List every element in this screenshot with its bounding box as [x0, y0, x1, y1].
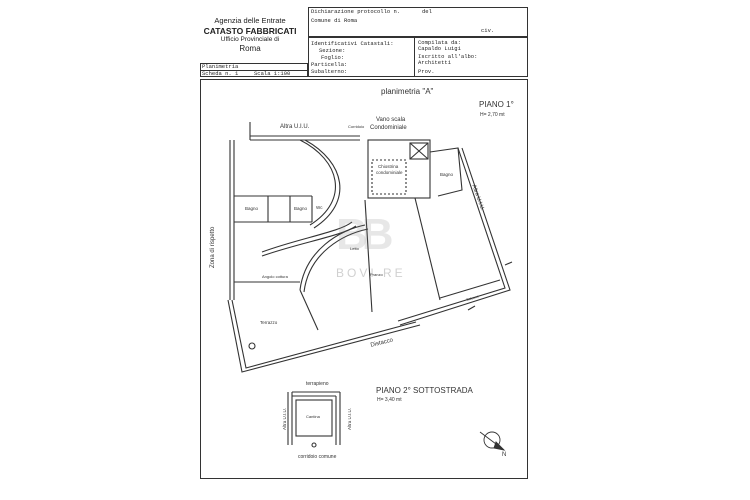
floor-label: PIANO 1° [479, 100, 514, 109]
plan-right-wall [399, 147, 511, 326]
chiostrina-1: Chiostrina [378, 164, 399, 169]
declaration-box [308, 7, 528, 37]
bagno-2: Bagno [294, 206, 308, 211]
zona-rispetto: Zona di rispetto [210, 226, 216, 268]
terrazzo-label: Terrazzo [260, 320, 278, 325]
compilata-label: Compilata da: [418, 39, 461, 46]
agency-line-1: Agenzia delle Entrate [214, 16, 286, 25]
agency-line-2: CATASTO FABBRICATI [203, 26, 297, 36]
bagno-right: Bagno [440, 172, 454, 177]
cantina-room [295, 399, 333, 437]
subalterno-label: Subalterno: [311, 68, 348, 75]
watermark-text: BOVI RE [336, 266, 406, 280]
agency-line-3: Ufficio Provinciale di [220, 36, 280, 43]
curved-wall-bottom [261, 221, 353, 253]
watermark-logo: BB [336, 210, 394, 259]
floor-height: H= 2,70 mt [480, 112, 505, 118]
north-arrow [479, 431, 506, 451]
basement-floor: PIANO 2° SOTTOSTRADA [376, 386, 473, 395]
identifiers-box [308, 37, 528, 77]
cantina-label: Cantina [306, 414, 320, 419]
sezione-label: Sezione: [319, 47, 346, 54]
corridoio-comune: corridoio comune [298, 454, 337, 460]
courtyard-box [371, 159, 407, 195]
altra-uiu-b1: Altra U.I.U. [282, 407, 287, 430]
comune-label: Comune di Roma [311, 17, 358, 24]
foglio-label: Foglio: [321, 54, 345, 61]
sheet-scala: Scala 1:100 [254, 70, 291, 77]
wc-label: Wc [316, 205, 323, 210]
angolo-cottura: Angolo cottura [262, 274, 288, 279]
drawing-frame [200, 79, 528, 479]
prov-label: Prov. [418, 68, 435, 75]
vano-scala-1: Vano scala [376, 117, 406, 123]
plan-terrace-outline [227, 299, 421, 373]
sheet-divider [200, 70, 308, 71]
del-label: del [422, 8, 432, 15]
plan-title: planimetria "A" [381, 87, 434, 96]
identificativi-label: Identificativi Catastali: [311, 40, 394, 47]
stair-hall [367, 139, 431, 199]
particella-label: Particella: [311, 61, 348, 68]
corridoio-label: Corridoio [348, 124, 365, 129]
letto-label: Letto [350, 246, 359, 251]
sheet-scheda: Scheda n. 1 [202, 70, 239, 77]
pranzo-label: Pranzo [370, 272, 383, 277]
curved-wall-top [299, 139, 336, 226]
compilatore-name: Capaldo Luigi [418, 45, 461, 52]
bagno-right-walls [429, 147, 463, 197]
bagno-1: Bagno [245, 206, 259, 211]
altra-uiu-b2: Altra U.I.U. [347, 407, 352, 430]
terrapieno-label: terrapieno [306, 381, 329, 387]
vano-scala-2: Condominiale [370, 125, 407, 131]
agency-city: Roma [239, 44, 261, 53]
albo-value: Architetti [418, 59, 452, 66]
iscritto-label: Iscritto all'albo: [418, 53, 478, 60]
basement-height: H= 3,40 mt [377, 397, 402, 403]
altra-uiu-top: Altra U.I.U. [280, 124, 310, 130]
identifiers-divider [414, 37, 415, 77]
declaration-label: Dichiarazione protocollo n. [311, 8, 401, 15]
curved-wall-lower [299, 224, 366, 291]
chiostrina-2: condominiale [376, 170, 403, 175]
sheet-title: Planimetria [202, 63, 239, 70]
civ-label: civ. [481, 27, 495, 34]
balcone-rail [439, 279, 501, 299]
north-label: N [502, 452, 507, 458]
